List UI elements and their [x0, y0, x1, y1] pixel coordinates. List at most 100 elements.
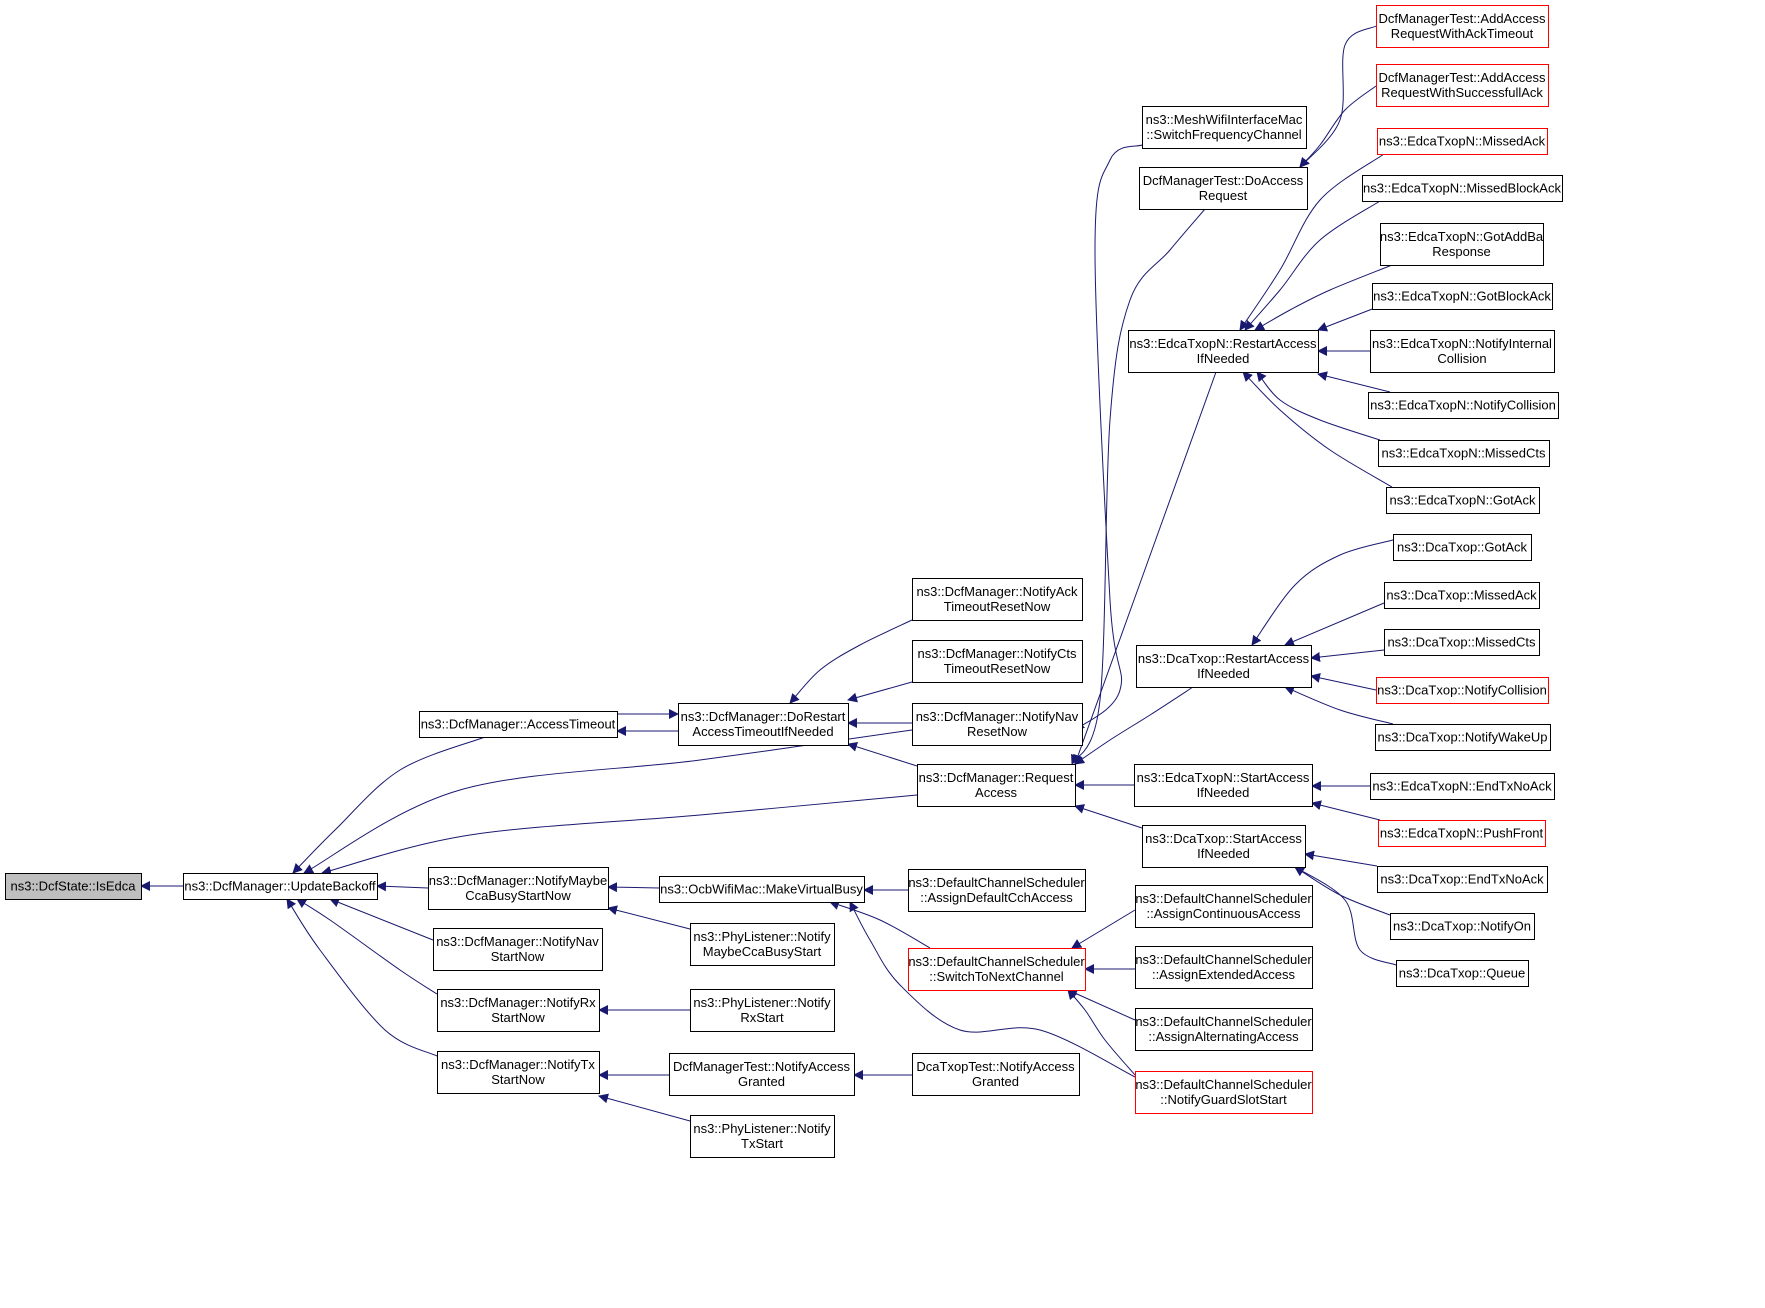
- graph-node[interactable]: ns3::EdcaTxopN::MissedCts: [1378, 440, 1550, 467]
- node-box: [1135, 946, 1313, 989]
- graph-node[interactable]: ns3::DcaTxop::GotAck: [1393, 534, 1532, 561]
- edge-n3-to-n1: [376, 881, 429, 892]
- graph-node[interactable]: ns3::DcaTxop::NotifyWakeUp: [1375, 724, 1551, 751]
- graph-node[interactable]: ns3::DcaTxop::Queue: [1396, 960, 1529, 987]
- node-label: ns3::EdcaTxopN::EndTxNoAck: [1372, 779, 1552, 794]
- graph-node[interactable]: DcfManagerTest::AddAccessRequestWithAckT…: [1376, 5, 1549, 48]
- node-box: [1384, 629, 1540, 656]
- node-label: DcaTxopTest::NotifyAccess: [916, 1059, 1075, 1074]
- node-label: IfNeeded: [1197, 666, 1250, 681]
- graph-node[interactable]: ns3::DefaultChannelScheduler::AssignExte…: [1135, 946, 1313, 989]
- node-label: ns3::DcfManager::NotifyCts: [918, 646, 1077, 661]
- edge-n29-to-n8: [849, 901, 1136, 1078]
- node-label: DcfManagerTest::NotifyAccess: [673, 1059, 851, 1074]
- graph-node[interactable]: ns3::MeshWifiInterfaceMac::SwitchFrequen…: [1142, 106, 1307, 149]
- edge-n30-to-n21: [1299, 25, 1377, 168]
- node-box: [1139, 167, 1308, 210]
- graph-node[interactable]: ns3::DcfManager::DoRestartAccessTimeoutI…: [678, 703, 849, 746]
- node-box: [690, 989, 835, 1032]
- node-label: ns3::EdcaTxopN::NotifyCollision: [1370, 398, 1556, 413]
- node-box: [5, 873, 142, 900]
- edge-n26-to-n18: [1071, 909, 1136, 949]
- node-label: ::AssignDefaultCchAccess: [920, 890, 1073, 905]
- node-label: ::AssignContinuousAccess: [1147, 906, 1301, 921]
- graph-node[interactable]: ns3::DcfManager::UpdateBackoff: [183, 873, 378, 900]
- graph-node[interactable]: ns3::DcaTxop::NotifyCollision: [1376, 677, 1549, 704]
- node-label: DcfManagerTest::AddAccess: [1379, 11, 1546, 26]
- node-box: [1390, 913, 1535, 940]
- graph-node[interactable]: ns3::EdcaTxopN::MissedBlockAck: [1362, 175, 1563, 202]
- node-box: [1378, 440, 1550, 467]
- graph-node[interactable]: ns3::EdcaTxopN::PushFront: [1378, 820, 1546, 847]
- graph-node[interactable]: ns3::DcaTxop::EndTxNoAck: [1377, 866, 1548, 893]
- node-box: [1135, 1071, 1313, 1114]
- graph-node[interactable]: ns3::EdcaTxopN::NotifyCollision: [1368, 392, 1559, 419]
- node-label: ns3::DcfManager::AccessTimeout: [421, 717, 616, 732]
- node-label: ns3::DcaTxop::MissedCts: [1387, 635, 1536, 650]
- graph-node[interactable]: ns3::OcbWifiMac::MakeVirtualBusy: [659, 876, 865, 903]
- node-box: [908, 948, 1086, 991]
- node-label: RequestWithSuccessfullAck: [1381, 85, 1543, 100]
- graph-node[interactable]: ns3::DcaTxop::MissedAck: [1384, 582, 1540, 609]
- graph-node[interactable]: ns3::DefaultChannelScheduler::NotifyGuar…: [1135, 1071, 1313, 1114]
- edge-n20-to-n15: [1074, 144, 1143, 731]
- graph-node[interactable]: ns3::EdcaTxopN::GotBlockAck: [1372, 283, 1553, 310]
- node-box: [428, 867, 609, 910]
- edge-n40-to-n23: [1251, 539, 1394, 646]
- node-label: TimeoutResetNow: [944, 599, 1051, 614]
- node-label: ::SwitchToNextChannel: [929, 969, 1064, 984]
- node-label: Granted: [738, 1074, 785, 1089]
- graph-node[interactable]: ns3::DcfManager::NotifyAckTimeoutResetNo…: [912, 578, 1083, 621]
- node-box: [690, 923, 835, 966]
- graph-node[interactable]: ns3::DefaultChannelScheduler::SwitchToNe…: [908, 948, 1086, 991]
- edge-n37-to-n22: [1317, 371, 1391, 393]
- node-label: StartNow: [491, 1010, 545, 1025]
- node-box: [1375, 724, 1551, 751]
- graph-node[interactable]: ns3::DefaultChannelScheduler::AssignCont…: [1135, 885, 1313, 928]
- graph-node[interactable]: ns3::DcaTxop::MissedCts: [1384, 629, 1540, 656]
- graph-node[interactable]: ns3::DefaultChannelScheduler::AssignAlte…: [1135, 1008, 1313, 1051]
- graph-node[interactable]: ns3::EdcaTxopN::EndTxNoAck: [1370, 773, 1555, 800]
- edge-n22-to-n16: [1073, 371, 1217, 765]
- edge-n28-to-n18: [1067, 989, 1136, 1021]
- graph-node[interactable]: ns3::DefaultChannelScheduler::AssignDefa…: [908, 869, 1086, 912]
- edge-n41-to-n23: [1284, 602, 1385, 647]
- node-label: RxStart: [740, 1010, 784, 1025]
- node-box: [1384, 582, 1540, 609]
- node-box: [1128, 330, 1319, 373]
- graph-node[interactable]: ns3::DcaTxop::NotifyOn: [1390, 913, 1535, 940]
- edge-n23-to-n16: [1074, 686, 1194, 765]
- graph-node[interactable]: ns3::PhyListener::NotifyMaybeCcaBusyStar…: [690, 923, 835, 966]
- graph-node[interactable]: ns3::EdcaTxopN::MissedAck: [1377, 128, 1548, 155]
- node-label: ns3::EdcaTxopN::NotifyInternal: [1372, 336, 1552, 351]
- edge-n34-to-n22: [1254, 264, 1393, 331]
- graph-node[interactable]: ns3::EdcaTxopN::GotAck: [1386, 487, 1540, 514]
- graph-node[interactable]: ns3::DcfManager::NotifyMaybeCcaBusyStart…: [428, 867, 609, 910]
- node-label: ns3::EdcaTxopN::GotBlockAck: [1373, 289, 1551, 304]
- node-box: [1134, 764, 1313, 807]
- node-label: ns3::DcfManager::DoRestart: [681, 709, 846, 724]
- edge-n8-to-n3: [607, 882, 660, 893]
- graph-node[interactable]: ns3::DcfManager::AccessTimeout: [419, 711, 618, 738]
- graph-node[interactable]: ns3::DcfManager::NotifyCtsTimeoutResetNo…: [912, 640, 1083, 683]
- graph-node[interactable]: DcfManagerTest::AddAccessRequestWithSucc…: [1376, 64, 1549, 107]
- node-box: [437, 1051, 600, 1094]
- node-label: IfNeeded: [1197, 785, 1250, 800]
- edge-n2-to-n1: [292, 736, 486, 874]
